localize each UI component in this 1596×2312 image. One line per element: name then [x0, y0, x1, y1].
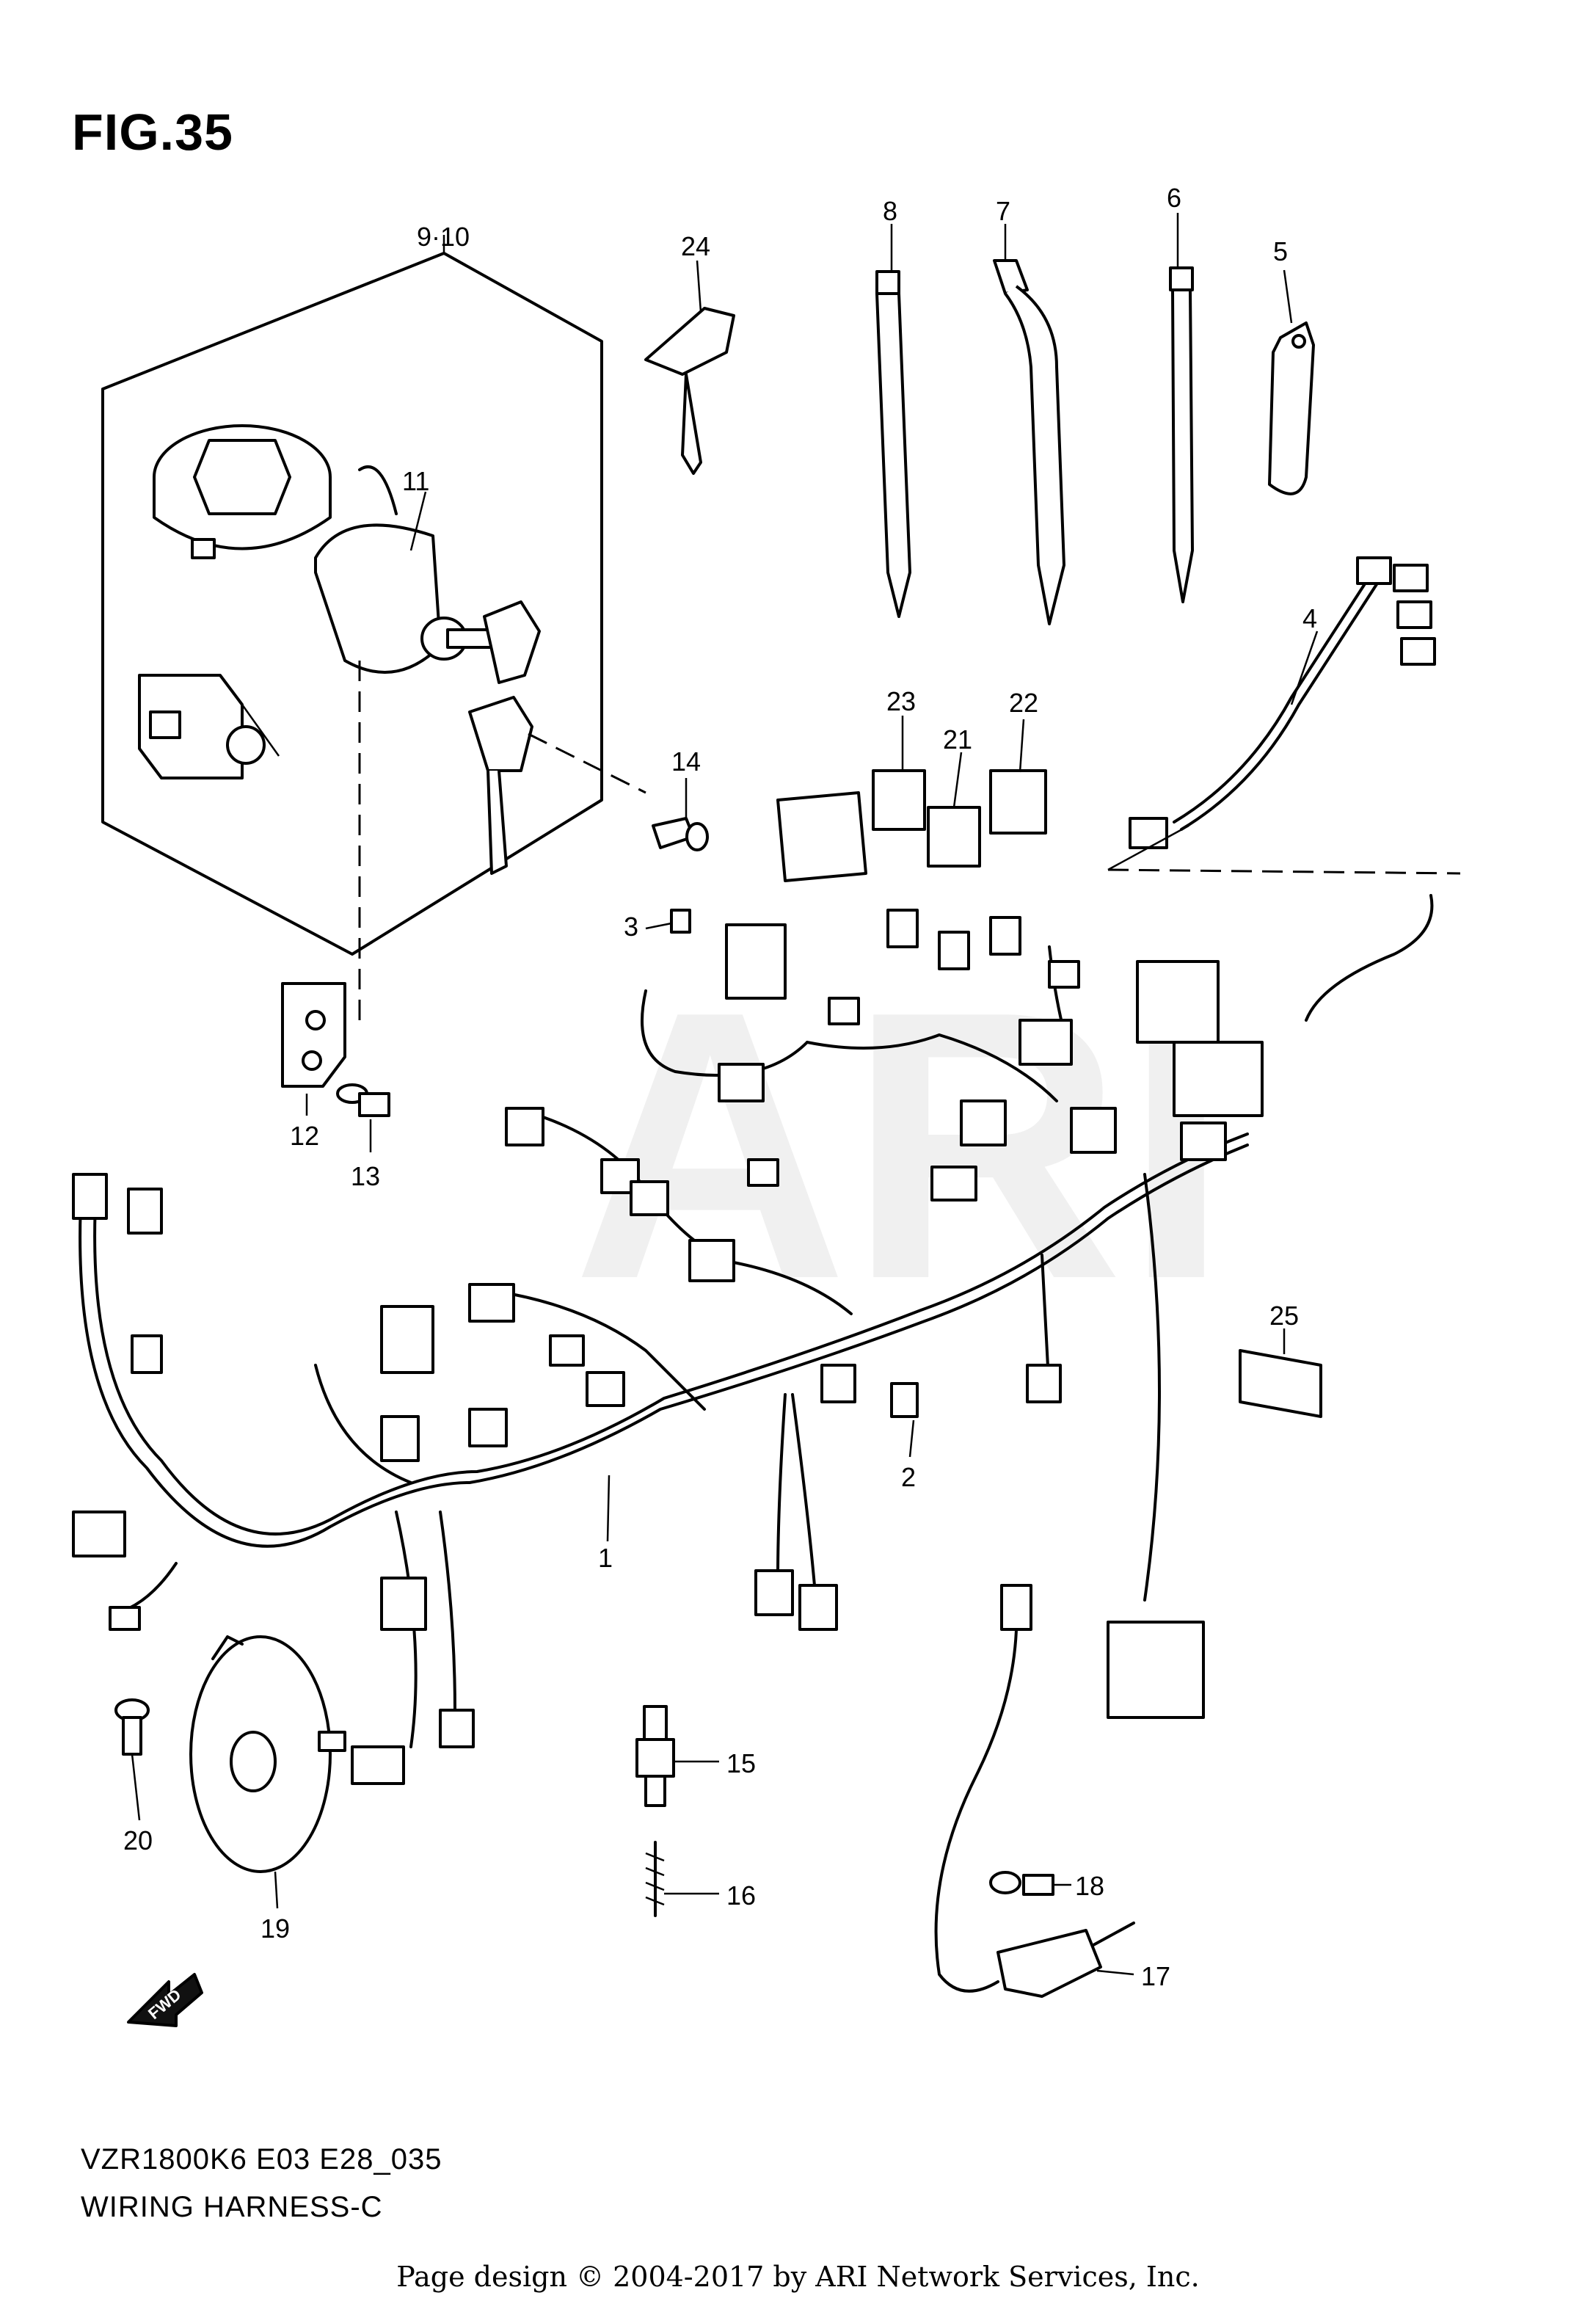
model-code: VZR1800K6 E03 E28_035 — [81, 2143, 442, 2175]
callout-15: 15 — [726, 1748, 756, 1778]
fuse — [670, 909, 691, 934]
horn — [189, 1635, 346, 1873]
callout-23: 23 — [886, 686, 916, 716]
callout-11: 11 — [402, 466, 429, 496]
copyright-footer: Page design © 2004-2017 by ARI Network S… — [396, 2261, 1200, 2293]
leader-lines — [131, 213, 1319, 1976]
clamp-tie-6 — [1169, 266, 1194, 603]
callout-16: 16 — [726, 1880, 756, 1911]
main-wiring-harness — [72, 894, 1434, 1785]
horn-bolt — [114, 1698, 150, 1756]
callout-22: 22 — [1009, 688, 1038, 718]
callout-numbers: 1 2 3 4 5 6 7 8 9·10 11 12 13 14 15 16 1… — [123, 183, 1317, 1991]
callout-3: 3 — [624, 912, 638, 942]
callout-5: 5 — [1273, 236, 1288, 266]
callout-13: 13 — [351, 1161, 380, 1191]
callout-12: 12 — [290, 1121, 319, 1151]
sub-harness-4 — [1107, 556, 1461, 875]
ignition-switch — [314, 465, 646, 1020]
key-blank — [644, 307, 735, 475]
neutral-switch — [635, 1705, 675, 1807]
callout-18: 18 — [1075, 1871, 1104, 1901]
figure-title: FIG.35 — [72, 103, 233, 161]
relay-connectors — [776, 769, 1047, 882]
clamp-tie-7 — [993, 259, 1065, 625]
fwd-arrow-icon: FWD — [127, 1973, 203, 2027]
callout-17: 17 — [1141, 1961, 1170, 1991]
callout-14: 14 — [671, 746, 701, 777]
callout-2: 2 — [901, 1462, 916, 1492]
clamp-tie-8 — [875, 270, 911, 618]
callout-21: 21 — [943, 724, 972, 755]
bracket — [281, 982, 346, 1088]
screw-13 — [336, 1083, 390, 1117]
callout-19: 19 — [260, 1913, 290, 1944]
fuel-cap-lock — [153, 424, 332, 559]
callout-4: 4 — [1302, 603, 1317, 633]
spring — [645, 1841, 665, 1917]
callout-9-10: 9·10 — [417, 222, 470, 252]
callout-25: 25 — [1269, 1301, 1299, 1331]
fuse-2 — [890, 1382, 919, 1418]
callout-7: 7 — [996, 196, 1010, 226]
watermark-text: ARI — [572, 932, 1230, 1359]
ignition-switch-kit-box — [101, 235, 603, 956]
seat-lock — [138, 674, 280, 779]
callout-6: 6 — [1167, 183, 1181, 213]
screw-14 — [652, 817, 709, 851]
sensor-bolt — [989, 1871, 1054, 1896]
clip-5 — [1268, 321, 1315, 495]
callout-1: 1 — [598, 1543, 613, 1573]
label-sticker — [1239, 1349, 1322, 1418]
callout-20: 20 — [123, 1825, 153, 1855]
callout-8: 8 — [883, 196, 897, 226]
section-title: WIRING HARNESS-C — [81, 2191, 383, 2223]
callout-24: 24 — [681, 231, 710, 261]
sensor — [934, 1584, 1135, 1998]
